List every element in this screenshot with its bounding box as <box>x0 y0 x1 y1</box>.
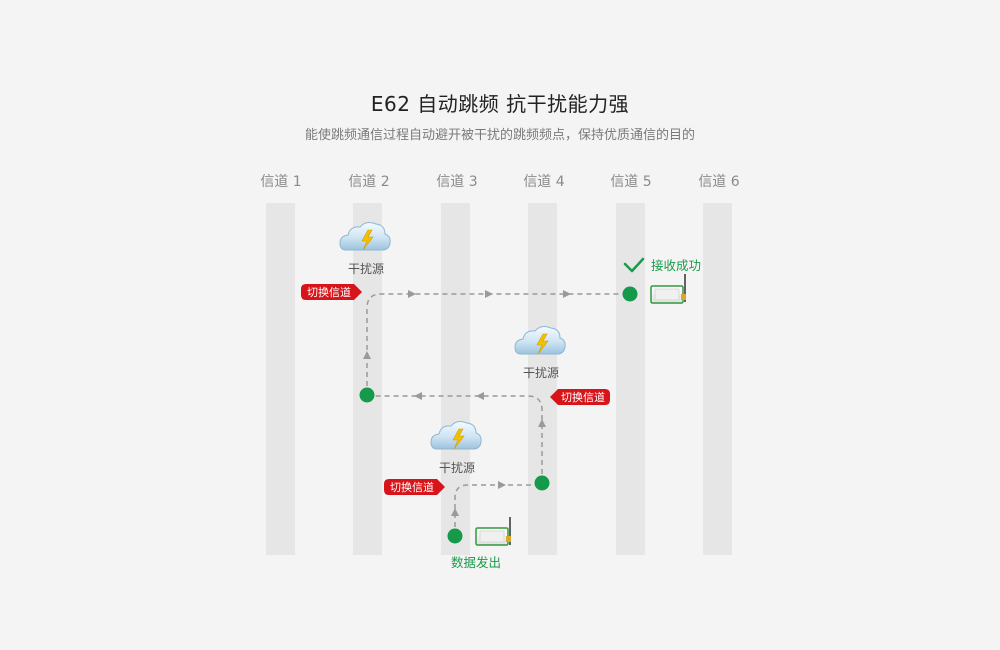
node-start <box>447 528 463 544</box>
hop-path-segment-1 <box>454 484 542 536</box>
channel-label-1: 信道 1 <box>260 174 301 190</box>
hop-path-segment-3 <box>366 293 630 395</box>
arrow-left-ch4-3 <box>476 392 484 400</box>
receiver-module: 接收成功 <box>623 257 701 304</box>
arrow-right-ch3-4b <box>485 290 493 298</box>
interference-source-ch3: 干扰源 <box>430 421 482 475</box>
hop-tag-middle: 切换信道 <box>550 389 610 405</box>
channel-band-1 <box>266 203 295 555</box>
hop-tag-middle-text: 切换信道 <box>561 390 605 404</box>
sender-module: 数据发出 <box>451 517 511 570</box>
channel-band-4 <box>528 203 557 555</box>
hop-tag-bottom-text: 切换信道 <box>390 480 434 494</box>
node-ch4 <box>534 475 550 491</box>
channel-label-2: 信道 2 <box>348 174 389 190</box>
page-title: E62 自动跳频 抗干扰能力强 <box>370 92 630 116</box>
channel-band-3 <box>441 203 470 555</box>
arrow-right-ch2-3 <box>408 290 416 298</box>
radio-module-icon <box>650 274 686 304</box>
interference-label-ch3: 干扰源 <box>439 461 475 475</box>
node-ch2 <box>359 387 375 403</box>
channel-bands <box>266 203 732 555</box>
hop-path-segment-2 <box>367 395 543 483</box>
sender-label: 数据发出 <box>451 555 501 570</box>
channel-label-5: 信道 5 <box>610 174 651 190</box>
channel-labels: 信道 1 信道 2 信道 3 信道 4 信道 5 信道 6 <box>260 174 739 190</box>
hop-nodes <box>359 286 638 544</box>
arrow-up-ch4 <box>538 419 546 427</box>
hop-tag-bottom: 切换信道 <box>384 479 445 495</box>
page-subtitle: 能使跳频通信过程自动避开被干扰的跳频频点，保持优质通信的目的 <box>304 128 695 143</box>
channel-label-6: 信道 6 <box>698 174 739 190</box>
lightning-cloud-icon <box>430 421 482 450</box>
arrow-right-ch3-4 <box>498 481 506 489</box>
interference-label-ch2: 干扰源 <box>348 262 384 276</box>
interference-source-ch2: 干扰源 <box>339 222 391 276</box>
node-end <box>622 286 638 302</box>
lightning-cloud-icon <box>514 326 566 355</box>
lightning-cloud-icon <box>339 222 391 251</box>
hop-tag-top: 切换信道 <box>301 284 362 300</box>
receiver-label: 接收成功 <box>651 258 701 273</box>
checkmark-icon <box>623 257 645 273</box>
arrow-right-ch4-5 <box>563 290 571 298</box>
interference-label-ch4: 干扰源 <box>523 366 559 380</box>
channel-band-2 <box>353 203 382 555</box>
arrow-up-ch3 <box>451 508 459 516</box>
hop-tag-top-text: 切换信道 <box>307 285 351 299</box>
channel-band-5 <box>616 203 645 555</box>
hop-path <box>366 293 630 536</box>
interference-source-ch4: 干扰源 <box>514 326 566 380</box>
channel-label-3: 信道 3 <box>436 174 477 190</box>
radio-module-icon <box>475 517 511 546</box>
hop-arrows <box>363 290 571 516</box>
channel-label-4: 信道 4 <box>523 174 564 190</box>
arrow-up-ch2 <box>363 351 371 359</box>
channel-band-6 <box>703 203 732 555</box>
arrow-left-ch3-2 <box>414 392 422 400</box>
